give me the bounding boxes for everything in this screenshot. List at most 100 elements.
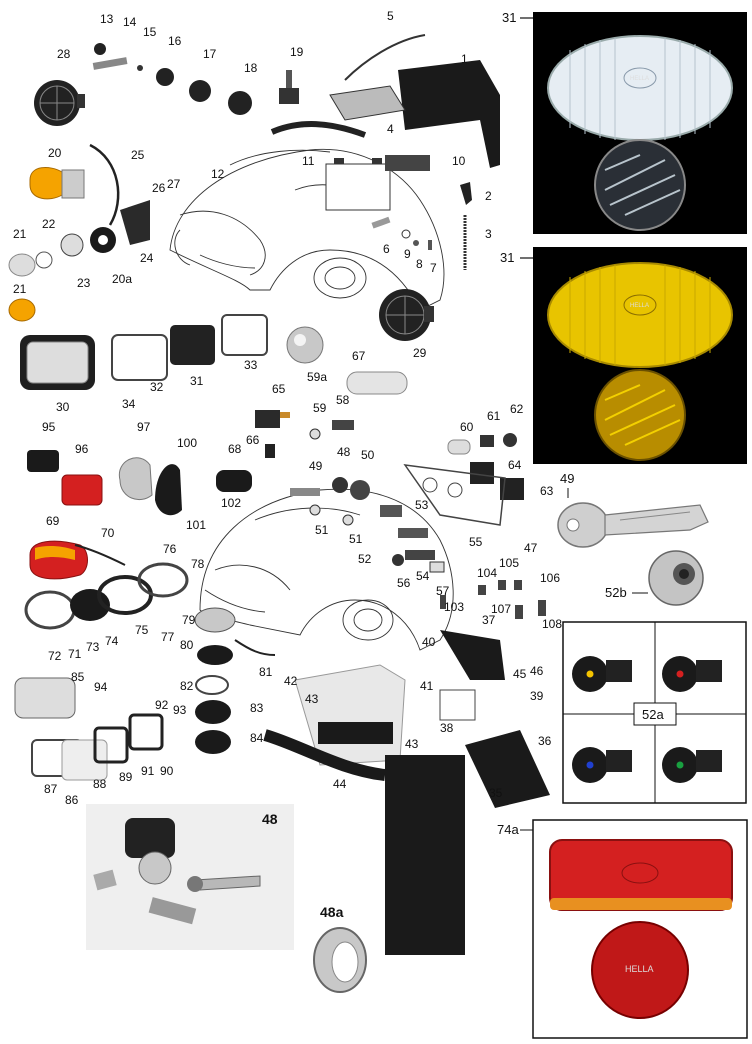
part-number-55: 55	[469, 535, 483, 549]
part-number-108: 108	[542, 617, 562, 631]
lamp-68	[216, 470, 252, 492]
part-number-102: 102	[221, 496, 241, 510]
part-number-12: 12	[211, 167, 225, 181]
part-number-53: 53	[415, 498, 429, 512]
switch-65-66	[255, 410, 290, 458]
inset-31-yellow-lens: 31 HELLA	[500, 247, 747, 464]
chrome-cap-59a	[286, 326, 324, 364]
part-number-14: 14	[123, 15, 137, 29]
part-number-82: 82	[180, 679, 194, 693]
part-number-77: 77	[161, 630, 175, 644]
part-number-42: 42	[284, 674, 298, 688]
lens-brand-b: HELLA	[630, 303, 649, 309]
part-number-6: 6	[383, 242, 390, 256]
inset-48-label: 48	[262, 811, 278, 827]
relay-box-42	[294, 664, 406, 766]
part-number-48: 48	[337, 445, 351, 459]
inset-31-label-a: 31	[502, 10, 516, 25]
part-number-106: 106	[540, 571, 560, 585]
part-number-36: 36	[538, 734, 552, 748]
inset-48a-label: 48a	[320, 904, 344, 920]
car-outline-rear	[199, 488, 454, 651]
part-number-10: 10	[452, 154, 466, 168]
lens-brand-c: HELLA	[625, 964, 654, 974]
hardware-103-108	[440, 580, 546, 619]
part-number-74: 74	[105, 634, 119, 648]
small-parts-58-62	[309, 420, 524, 500]
headlight-grille-29	[379, 289, 434, 341]
interior-light-67	[346, 371, 408, 395]
part-number-43: 43	[305, 692, 319, 706]
inset-49-key: 49	[557, 471, 709, 548]
part-number-66: 66	[246, 433, 260, 447]
hook-2	[460, 182, 472, 205]
part-number-94: 94	[94, 680, 108, 694]
tail-lamp-69	[29, 540, 88, 580]
part-number-97: 97	[137, 420, 151, 434]
dashboard-64	[403, 464, 506, 526]
part-number-93: 93	[173, 703, 187, 717]
part-number-21: 21	[13, 282, 27, 296]
part-number-18: 18	[244, 61, 258, 75]
part-number-27: 27	[167, 177, 181, 191]
part-number-73: 73	[86, 640, 100, 654]
part-number-25: 25	[131, 148, 145, 162]
part-number-87: 87	[44, 782, 58, 796]
part-number-15: 15	[143, 25, 157, 39]
inset-74a-label: 74a	[497, 822, 519, 837]
part-number-50: 50	[361, 448, 375, 462]
part-number-9: 9	[404, 247, 411, 261]
part-number-78: 78	[191, 557, 205, 571]
rod-5	[344, 34, 426, 81]
part-number-17: 17	[203, 47, 217, 61]
part-number-51: 51	[349, 532, 363, 546]
part-number-89: 89	[119, 770, 133, 784]
part-number-79: 79	[182, 613, 196, 627]
part-number-60: 60	[460, 420, 474, 434]
part-number-29: 29	[413, 346, 427, 360]
part-number-49: 49	[309, 459, 323, 473]
knobs-13-18	[92, 43, 252, 115]
inset-52a-label: 52a	[642, 707, 664, 722]
inset-48a-ring: 48a	[313, 904, 367, 993]
part-number-84: 84	[250, 731, 264, 745]
part-number-34: 34	[122, 397, 136, 411]
inset-31-label-b: 31	[500, 250, 514, 265]
lens-brand-a: HELLA	[630, 76, 649, 82]
part-number-88: 88	[93, 777, 107, 791]
part-number-35: 35	[489, 786, 503, 800]
part-number-95: 95	[42, 420, 56, 434]
part-number-100: 100	[177, 436, 197, 450]
part-number-4: 4	[387, 122, 394, 136]
part-number-46: 46	[530, 664, 544, 678]
battery-10	[325, 155, 430, 211]
part-number-20a: 20a	[112, 272, 132, 286]
part-number-107: 107	[491, 602, 511, 616]
part-number-75: 75	[135, 623, 149, 637]
part-number-24: 24	[140, 251, 154, 265]
part-number-81: 81	[259, 665, 273, 679]
instruction-label-43	[385, 755, 465, 955]
inset-52b-label: 52b	[605, 585, 627, 600]
gaskets-71-76	[24, 544, 189, 630]
gaskets-20a-23-24	[60, 200, 150, 257]
strap-11	[270, 121, 367, 138]
part-number-19: 19	[290, 45, 304, 59]
part-number-38: 38	[440, 721, 454, 735]
part-number-26: 26	[152, 181, 166, 195]
part-number-101: 101	[186, 518, 206, 532]
part-number-104: 104	[477, 566, 497, 580]
part-number-41: 41	[420, 679, 434, 693]
part-number-86: 86	[65, 793, 79, 807]
headlight-grille-28	[34, 80, 85, 126]
part-number-47: 47	[524, 541, 538, 555]
part-number-3: 3	[485, 227, 492, 241]
part-number-54: 54	[416, 569, 430, 583]
part-number-2: 2	[485, 189, 492, 203]
part-number-83: 83	[250, 701, 264, 715]
part-number-21: 21	[13, 227, 27, 241]
part-number-51: 51	[315, 523, 329, 537]
part-number-56: 56	[397, 576, 411, 590]
part-number-52: 52	[358, 552, 372, 566]
part-number-44: 44	[333, 777, 347, 791]
